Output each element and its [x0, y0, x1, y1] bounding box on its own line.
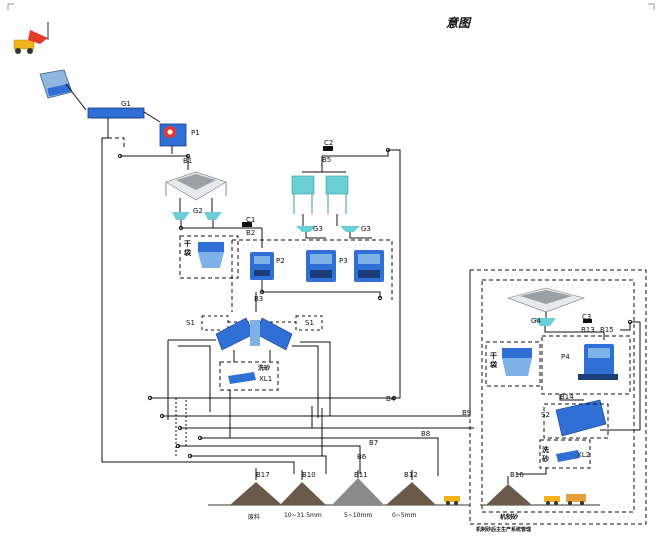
label-b14: B14 [560, 393, 574, 401]
jaw-crusher-icon [159, 123, 187, 147]
pile-label-0-5: 0~5mm [392, 512, 417, 519]
label-g3a: G3 [313, 225, 323, 233]
cone-crusher-p3 [306, 250, 384, 282]
pile-tag-b17: B17 [256, 471, 270, 479]
sand-section-caption: 机制砂后主生产系统管理 [476, 527, 532, 533]
label-p2: P2 [276, 257, 285, 265]
g3-feeders [296, 226, 360, 232]
teal-bins [291, 175, 349, 214]
label-p3: P3 [339, 257, 348, 265]
label-g4: G4 [531, 317, 541, 325]
label-b4: B4 [386, 395, 396, 403]
label-dust-2: 干 袋 [490, 352, 497, 369]
label-g3b: G3 [361, 225, 371, 233]
label-b16: B16 [510, 471, 524, 479]
label-p1: P1 [191, 129, 200, 137]
pile-label-5-10: 5~10mm [344, 512, 373, 519]
label-b15: B15 [600, 326, 614, 334]
label-b1: B1 [183, 157, 193, 165]
dump-truck-icon [13, 22, 49, 54]
pile-label-10-31: 10~31.5mm [284, 512, 322, 519]
label-c1: C1 [246, 216, 256, 224]
label-xl1: XL1 [259, 375, 273, 383]
pile-tag-b10: B10 [302, 471, 316, 479]
pile-tag-b12: B12 [404, 471, 418, 479]
hopper-icon [39, 69, 73, 99]
dust-collector-1 [198, 242, 224, 268]
sand-maker-p4 [578, 344, 618, 380]
washer-xl2 [556, 450, 580, 462]
label-b9: B9 [462, 409, 472, 417]
pile-label-waste: 废料 [248, 514, 261, 521]
label-dust-1: 干 袋 [184, 240, 191, 257]
stockpiles [230, 478, 532, 505]
label-p4: P4 [561, 353, 570, 361]
label-b7: B7 [369, 439, 379, 447]
washer-xl1 [228, 372, 256, 384]
surge-bin-1 [165, 171, 227, 201]
label-s1-left: S1 [186, 319, 195, 327]
label-c2: C2 [324, 139, 334, 147]
label-b3: B3 [254, 295, 264, 303]
label-s2: S2 [541, 411, 550, 419]
label-b13: B13 [581, 326, 595, 334]
loader-icons [444, 494, 586, 505]
pile-tag-b11: B11 [354, 471, 368, 479]
label-g1: G1 [121, 100, 131, 108]
cone-crusher-p2 [250, 252, 274, 280]
label-s1-right: S1 [305, 319, 314, 327]
pile-label-sand: 机制砂 [500, 514, 519, 521]
g4-feeder [534, 318, 556, 326]
surge-bin-2 [507, 287, 585, 313]
label-b2: B2 [246, 229, 256, 237]
label-xl2: XL2 [577, 451, 591, 459]
vibrating-screen-s2 [555, 399, 607, 437]
g2-feeders [172, 212, 222, 220]
g1-feeder [87, 107, 145, 119]
label-wash-2: 洗 砂 [542, 446, 549, 463]
dust-collector-2 [502, 348, 532, 376]
label-b8: B8 [421, 430, 431, 438]
label-c3: C3 [582, 313, 592, 321]
label-b5: B5 [322, 156, 332, 164]
diagram-title: 意图 [446, 16, 471, 30]
vibrating-screen-s1 [215, 317, 293, 351]
label-wash-1: 洗砂 [258, 365, 271, 372]
label-g2: G2 [193, 207, 203, 215]
label-b6: B6 [357, 453, 367, 461]
